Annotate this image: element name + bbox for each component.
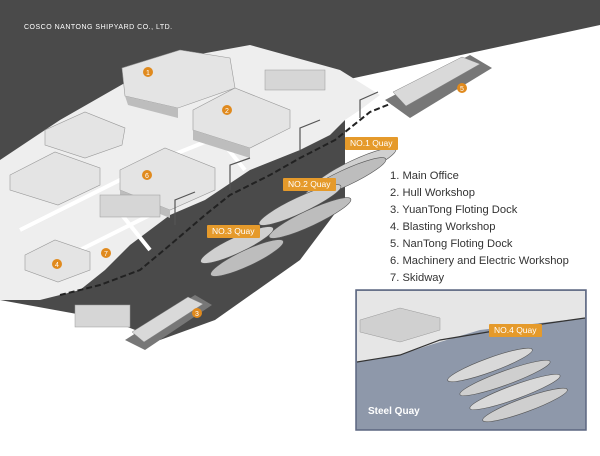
ships-no2-quay [258,184,352,239]
nantong-floting-dock [385,55,492,118]
marker-6: 6 [142,170,152,180]
marker-2-label: 2 [225,108,229,115]
steel-quay-inset [355,289,587,431]
legend-item: 4. Blasting Workshop [390,221,496,233]
legend-item: 5. NanTong Floting Dock [390,238,513,250]
building-main-office [121,49,236,118]
marker-4: 4 [52,259,62,269]
marker-3-label: 3 [195,311,199,318]
marker-6-label: 6 [145,173,149,180]
marker-7: 7 [101,248,111,258]
quay-label-no3: NO.3 Quay [207,225,260,238]
quay-label-no1: NO.1 Quay [345,137,398,150]
quay-cranes [174,91,379,225]
marker-5: 5 [457,83,467,93]
marker-1: 1 [143,67,153,77]
quay-edge [59,99,401,296]
company-name: COSCO NANTONG SHIPYARD CO., LTD. [24,24,173,31]
quay-label-no2: NO.2 Quay [283,178,336,191]
yuantong-floting-dock [125,295,212,350]
legend-item: 2. Hull Workshop [390,187,475,199]
marker-7-label: 7 [104,251,108,258]
building-hull-workshop [192,87,291,158]
storage-yard [74,69,326,328]
legend-item: 1. Main Office [390,170,459,182]
marker-5-label: 5 [460,86,464,93]
legend-item: 3. YuanTong Floting Dock [390,204,518,216]
legend: 1. Main Office 2. Hull Workshop 3. YuanT… [390,168,569,287]
building-workshops-west [9,111,126,206]
quay-label-no4: NO.4 Quay [489,324,542,337]
marker-1-label: 1 [146,70,150,77]
inset-title: Steel Quay [368,406,420,417]
legend-item: 7. Skidway [390,272,445,284]
marker-3: 3 [192,308,202,318]
marker-2: 2 [222,105,232,115]
marker-4-label: 4 [55,262,59,269]
legend-item: 6. Machinery and Electric Workshop [390,255,569,267]
